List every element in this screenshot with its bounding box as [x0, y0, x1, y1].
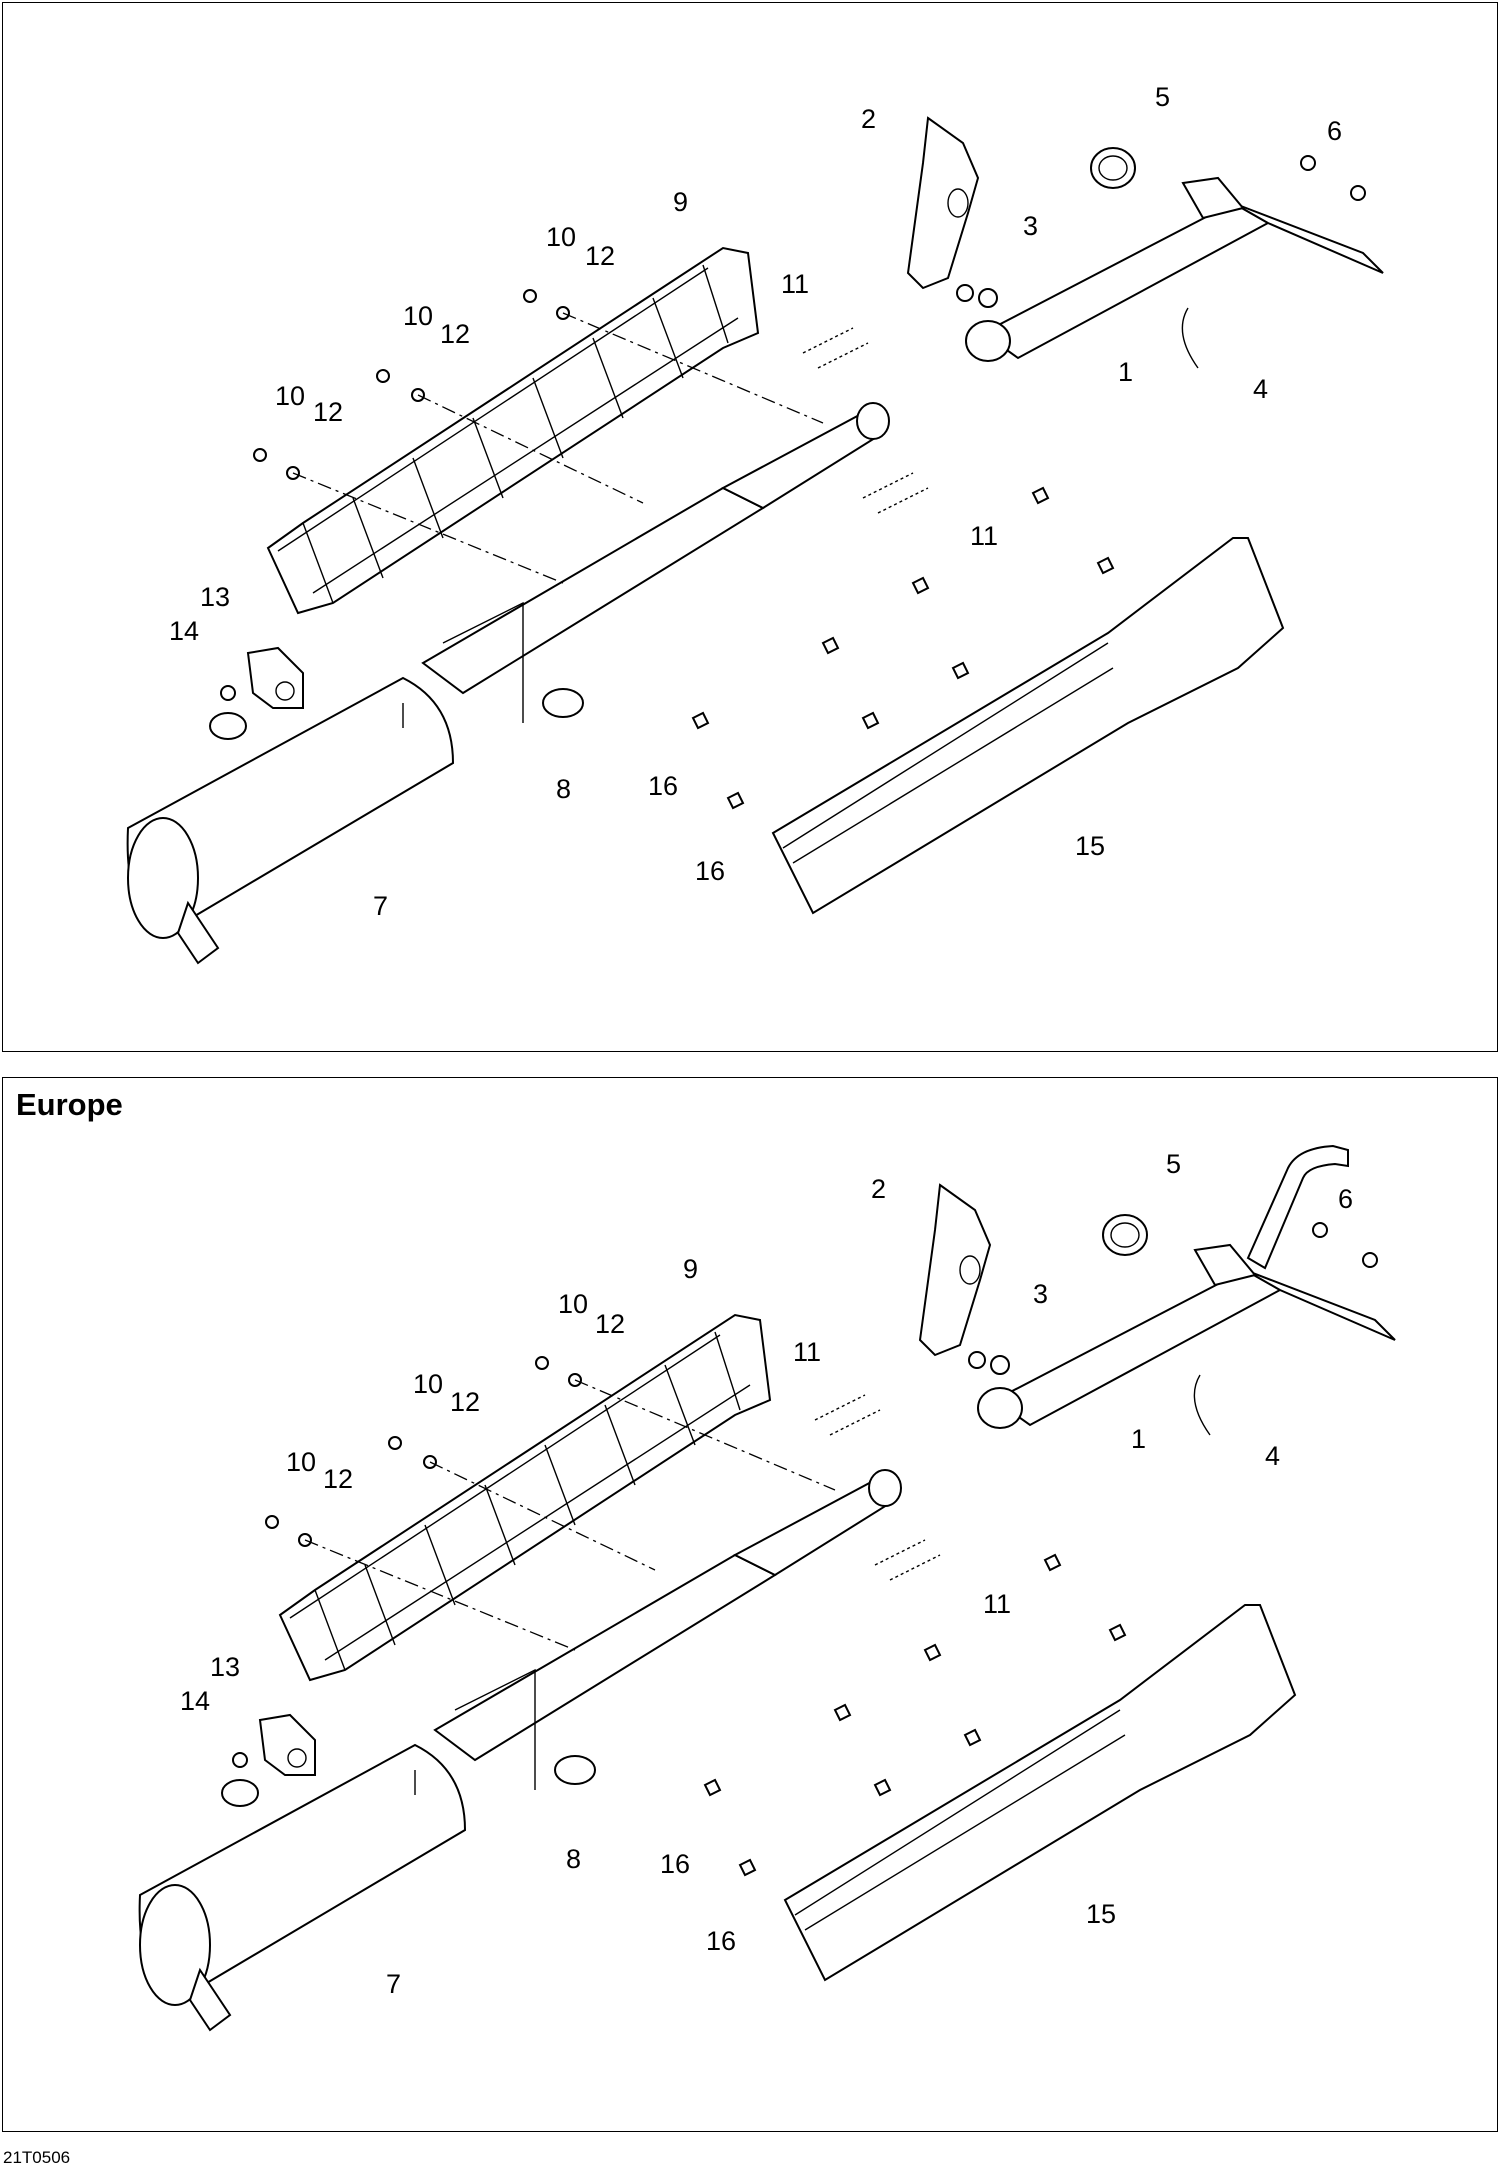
exhaust-artwork — [138, 1144, 1396, 2032]
gasket-part — [1090, 147, 1136, 189]
callout-label: 9 — [673, 187, 688, 217]
callout-label: 11 — [970, 521, 998, 551]
callout-label: 8 — [556, 774, 571, 804]
callout-label: 12 — [440, 319, 470, 349]
callout-label: 7 — [373, 891, 388, 921]
callout-label: 9 — [683, 1254, 698, 1284]
callout-label: 6 — [1327, 116, 1342, 146]
callout-label: 10 — [286, 1447, 316, 1477]
callout-label: 7 — [386, 1969, 401, 1999]
callout-label: 1 — [1131, 1424, 1146, 1454]
callout-label: 12 — [450, 1387, 480, 1417]
callout-label: 4 — [1265, 1441, 1280, 1471]
bracket-part — [258, 1713, 316, 1776]
panel-title: Europe — [16, 1087, 123, 1122]
callout-label: 12 — [595, 1309, 625, 1339]
bracket-part — [246, 646, 304, 709]
callout-label: 15 — [1075, 831, 1105, 861]
callout-label: 16 — [695, 856, 725, 886]
callout-label: 2 — [861, 104, 876, 134]
callout-label: 6 — [1338, 1184, 1353, 1214]
callout-label: 10 — [546, 222, 576, 252]
callout-label: 13 — [210, 1652, 240, 1682]
heat-cover-part — [783, 1604, 1297, 1982]
callout-label: 16 — [648, 771, 678, 801]
callout-label: 14 — [169, 616, 199, 646]
callout-label: 10 — [558, 1289, 588, 1319]
exhaust-artwork — [138, 1183, 1396, 2032]
callout-label: 14 — [180, 1686, 210, 1716]
callout-label: 11 — [983, 1589, 1011, 1619]
callout-label: 11 — [781, 269, 809, 299]
callout-label: 10 — [403, 301, 433, 331]
callout-label: 3 — [1033, 1279, 1048, 1309]
callout-label: 12 — [585, 241, 615, 271]
callout-label: 15 — [1086, 1899, 1116, 1929]
support-bracket-part — [918, 1183, 992, 1357]
callout-label: 5 — [1155, 82, 1170, 112]
callout-label: 16 — [660, 1849, 690, 1879]
callout-labels: 1 2 3 4 5 6 7 8 9 10 10 10 11 11 12 12 1… — [180, 1149, 1353, 1999]
mid-pipe-part — [421, 486, 766, 695]
inlet-pipe-part — [1246, 1144, 1349, 1270]
callout-labels: 1 2 3 4 5 6 7 8 9 10 10 10 11 11 12 12 1… — [169, 82, 1342, 921]
callout-label: 10 — [413, 1369, 443, 1399]
callout-label: 4 — [1253, 374, 1268, 404]
callout-label: 1 — [1118, 357, 1133, 387]
heat-shield-part — [278, 1313, 772, 1682]
callout-label: 2 — [871, 1174, 886, 1204]
diagram-panel-standard: 1 2 3 4 5 6 7 8 9 10 10 10 11 11 12 12 1… — [2, 2, 1498, 1052]
callout-label: 8 — [566, 1844, 581, 1874]
diagram-panel-europe: Europe — [2, 1077, 1498, 2132]
figure-code: 21T0506 — [3, 2148, 71, 2167]
spring-part — [1193, 1374, 1211, 1436]
support-bracket-part — [906, 116, 980, 290]
grommet-part — [542, 688, 584, 718]
spring-part — [1181, 307, 1199, 369]
callout-label: 10 — [275, 381, 305, 411]
callout-label: 12 — [323, 1464, 353, 1494]
heat-cover-part — [771, 537, 1285, 915]
callout-label: 13 — [200, 582, 230, 612]
callout-label: 5 — [1166, 1149, 1181, 1179]
callout-label: 12 — [313, 397, 343, 427]
heat-shield-part — [266, 246, 760, 615]
mid-pipe-part — [433, 1553, 778, 1762]
callout-label: 16 — [706, 1926, 736, 1956]
callout-label: 11 — [793, 1337, 821, 1367]
exhaust-exploded-view-standard: 1 2 3 4 5 6 7 8 9 10 10 10 11 11 12 12 1… — [126, 82, 1384, 965]
exhaust-exploded-view-europe: 1 2 3 4 5 6 7 8 9 10 10 10 11 11 12 12 1… — [138, 1144, 1396, 2032]
grommet-part — [554, 1755, 596, 1785]
exhaust-artwork — [126, 116, 1384, 965]
gasket-part — [1102, 1214, 1148, 1256]
callout-label: 3 — [1023, 211, 1038, 241]
